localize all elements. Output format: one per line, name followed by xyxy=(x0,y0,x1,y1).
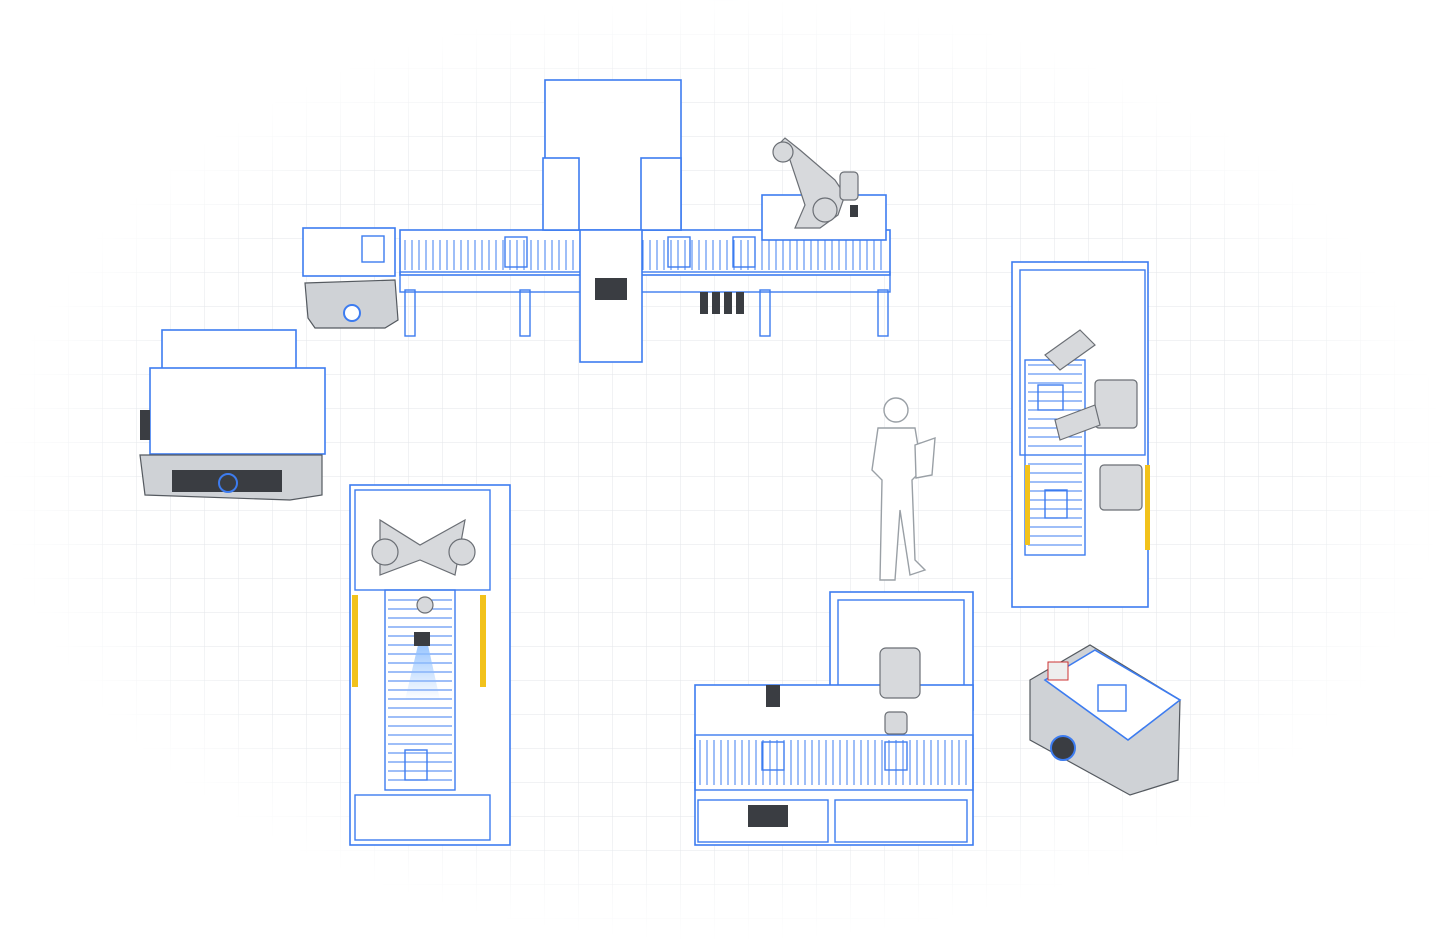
scara-robot-cell xyxy=(1011,261,1150,608)
agv-roller-top-large xyxy=(1029,644,1182,796)
tall-cabinet-machine xyxy=(542,79,744,363)
worker-with-tablet xyxy=(871,397,936,581)
collaborative-robot-arm xyxy=(761,137,887,241)
agv-roller-top-small xyxy=(304,279,399,329)
hanging-tools xyxy=(700,292,744,314)
agv-pallet-carrier xyxy=(139,329,326,501)
delta-robot-cell xyxy=(349,484,511,846)
industrial-robot-workstation xyxy=(694,591,974,846)
